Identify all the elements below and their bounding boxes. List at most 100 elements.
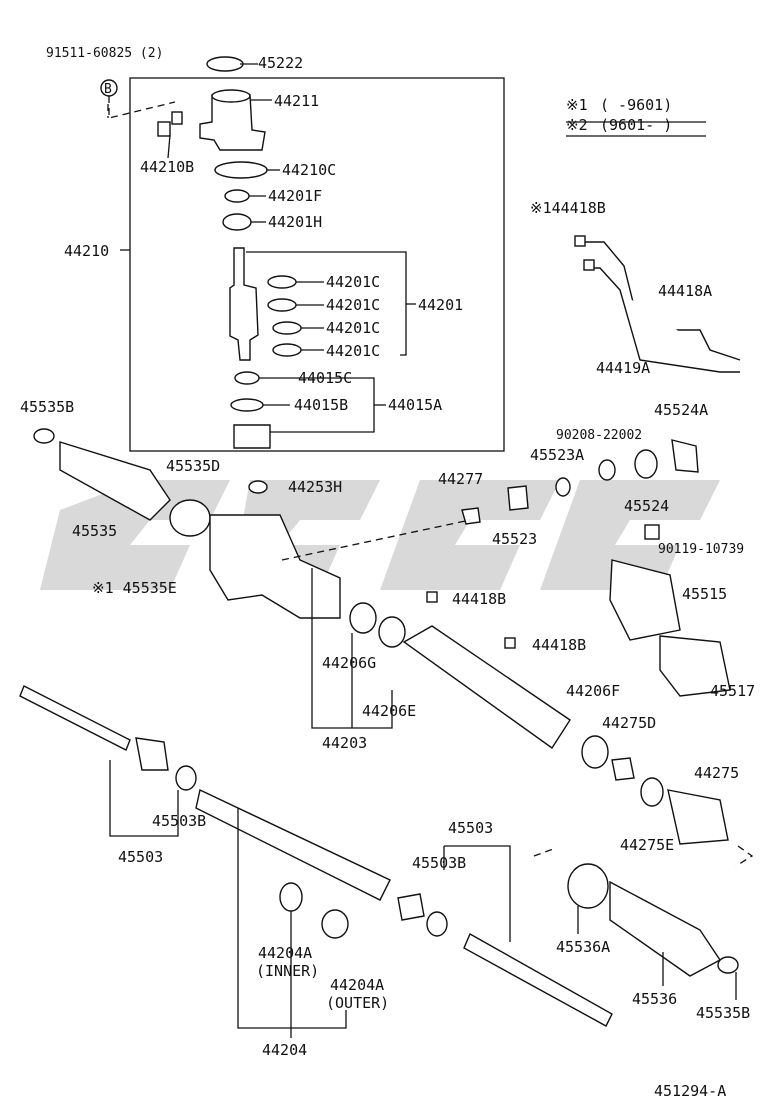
label-45535b-bottom: 45535B <box>696 1004 750 1022</box>
part-44275d <box>611 757 635 781</box>
part-labels: B 91511-60825 (2) 45222 44211 44210B 442… <box>20 46 755 1100</box>
part-90119-bolt <box>644 524 660 540</box>
part-44418b-valve-2 <box>504 637 516 649</box>
part-tie-rod-right <box>463 933 613 1027</box>
part-45535d-clamp <box>169 499 211 537</box>
part-44201f-seal <box>224 189 250 203</box>
label-44210c: 44210C <box>282 161 336 179</box>
label-45503-right: 45503 <box>448 819 493 837</box>
label-45535b-top: 45535B <box>20 398 74 416</box>
part-45535-boot <box>59 441 171 521</box>
label-45523a: 45523A <box>530 446 584 464</box>
label-44418b-1: 44418B <box>452 590 506 608</box>
part-44277-bracket <box>461 507 481 525</box>
part-45536-boot <box>609 880 722 977</box>
marker-b-letter: B <box>104 82 112 97</box>
label-44419a: 44419A <box>596 359 650 377</box>
label-44204: 44204 <box>262 1041 307 1059</box>
label-45515: 45515 <box>682 585 727 603</box>
legend-mark-2: ※2 <box>566 116 588 134</box>
part-44275-cap <box>667 789 729 845</box>
label-45535: 45535 <box>72 522 117 540</box>
label-45517: 45517 <box>710 682 755 700</box>
parts-drawings <box>19 56 741 1027</box>
part-45524 <box>634 449 658 479</box>
label-44206e: 44206E <box>362 702 416 720</box>
part-45517-bushing <box>659 635 731 697</box>
label-44210b: 44210B <box>140 158 194 176</box>
legend-range-1: ( -9601) <box>600 96 672 114</box>
part-tie-rod-left <box>19 685 131 751</box>
leader-lines <box>107 63 754 1038</box>
group-frame-44210 <box>129 77 505 452</box>
part-rack-bushing <box>397 893 425 921</box>
part-144418b-nut <box>574 235 586 247</box>
part-44206f <box>581 735 609 769</box>
label-44418a: 44418A <box>658 282 712 300</box>
label-45524a: 45524A <box>654 401 708 419</box>
label-44204a-outer-note: (OUTER) <box>326 994 389 1012</box>
label-45535d: 45535D <box>166 457 220 475</box>
part-44206e <box>378 616 406 648</box>
label-44201c-1: 44201C <box>326 273 380 291</box>
label-44204a-inner: 44204A <box>258 944 312 962</box>
part-45523-bushing <box>507 485 529 511</box>
part-gear-housing <box>209 514 341 619</box>
label-91511: 91511-60825 (2) <box>46 46 163 61</box>
label-44206f: 44206F <box>566 682 620 700</box>
part-44253h <box>248 480 268 494</box>
part-45536a-clamp <box>567 863 609 909</box>
label-45536: 45536 <box>632 990 677 1008</box>
part-44201c-seal-3 <box>272 321 302 335</box>
label-44201h: 44201H <box>268 213 322 231</box>
part-45503b-right <box>426 911 448 937</box>
label-44201c-3: 44201C <box>326 319 380 337</box>
label-45503b-right: 45503B <box>412 854 466 872</box>
part-44204-rack <box>195 788 391 901</box>
part-44210b-plug <box>157 121 171 137</box>
label-44253h: 44253H <box>288 478 342 496</box>
part-44211-top <box>211 89 251 103</box>
part-45535b-clamp <box>33 428 55 444</box>
part-45535b-clamp-bottom <box>717 956 739 974</box>
part-44201h-seal <box>222 213 252 231</box>
legend-mark-1: ※1 <box>566 96 588 114</box>
part-44206g <box>349 602 377 634</box>
part-44418a-line <box>584 267 740 373</box>
label-44275d: 44275D <box>602 714 656 732</box>
label-44211: 44211 <box>274 92 319 110</box>
label-90208: 90208-22002 <box>556 428 642 443</box>
label-44201f: 44201F <box>268 187 322 205</box>
label-44015b: 44015B <box>294 396 348 414</box>
label-45535e: ※1 45535E <box>92 579 177 597</box>
label-144418b: ※144418B <box>530 199 606 217</box>
part-45515-bracket <box>609 559 681 641</box>
legend: ※1 ( -9601) ※2 (9601- ) <box>566 96 672 134</box>
label-44210: 44210 <box>64 242 109 260</box>
label-90119: 90119-10739 <box>658 542 744 557</box>
label-45503-left: 45503 <box>118 848 163 866</box>
label-45222: 45222 <box>258 54 303 72</box>
label-44204a-outer: 44204A <box>330 976 384 994</box>
part-44015c <box>234 371 260 385</box>
label-45524: 45524 <box>624 497 669 515</box>
part-44211-housing <box>199 94 266 151</box>
part-fitting-nut <box>583 259 595 271</box>
part-44210c-ring <box>214 161 268 179</box>
label-44201c-2: 44201C <box>326 296 380 314</box>
part-45524a-bracket <box>671 439 699 473</box>
part-44201c-seal-4 <box>272 343 302 357</box>
part-44418b-valve-1 <box>426 591 438 603</box>
part-90208-washer <box>598 459 616 481</box>
label-44201c-4: 44201C <box>326 342 380 360</box>
label-45536a: 45536A <box>556 938 610 956</box>
part-44201c-seal-1 <box>267 275 297 289</box>
part-45523a <box>555 477 571 497</box>
label-44275e: 44275E <box>620 836 674 854</box>
part-44015b <box>230 398 264 412</box>
part-tie-rod-end-left <box>135 737 169 771</box>
label-44206g: 44206G <box>322 654 376 672</box>
part-44201c-seal-2 <box>267 298 297 312</box>
label-44418b-2: 44418B <box>532 636 586 654</box>
